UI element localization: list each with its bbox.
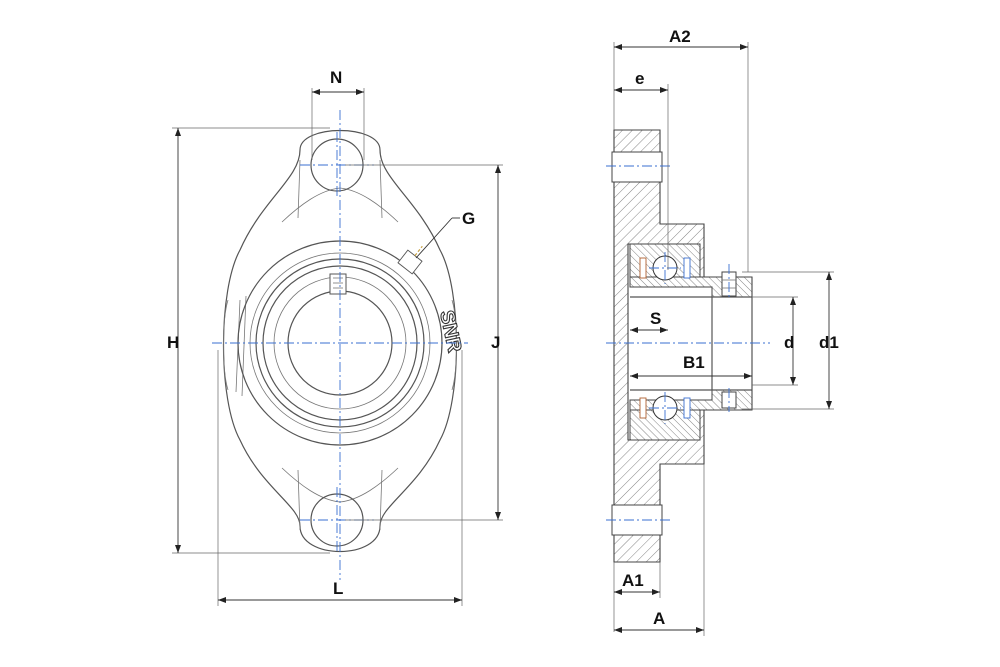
label-A: A (653, 609, 665, 628)
seal-bottom-left (639, 397, 647, 419)
label-e: e (635, 69, 644, 88)
label-J: J (491, 333, 500, 352)
top-bolt-section (611, 151, 663, 183)
flange-rib-lines (235, 159, 383, 531)
brand-logo: SNR (435, 308, 465, 354)
label-N: N (330, 68, 342, 87)
seal-bottom-right (683, 397, 691, 419)
set-screw (329, 273, 347, 295)
label-G: G (462, 209, 475, 228)
label-A2: A2 (669, 27, 691, 46)
label-H: H (167, 333, 179, 352)
seal-top-left (639, 257, 647, 279)
seal-top-right (683, 257, 691, 279)
label-d1: d1 (819, 333, 839, 352)
label-d: d (784, 333, 794, 352)
label-S: S (650, 309, 661, 328)
front-view: SNR (212, 110, 468, 580)
side-view (606, 129, 770, 563)
label-L: L (333, 579, 343, 598)
label-B1: B1 (683, 353, 705, 372)
label-A1: A1 (622, 571, 644, 590)
flange-section (613, 129, 705, 563)
side-dimensions: A2 e S B1 d d1 A1 A (613, 27, 839, 636)
grease-nipple (397, 245, 423, 275)
front-dimensions: N G H J L (167, 68, 503, 606)
